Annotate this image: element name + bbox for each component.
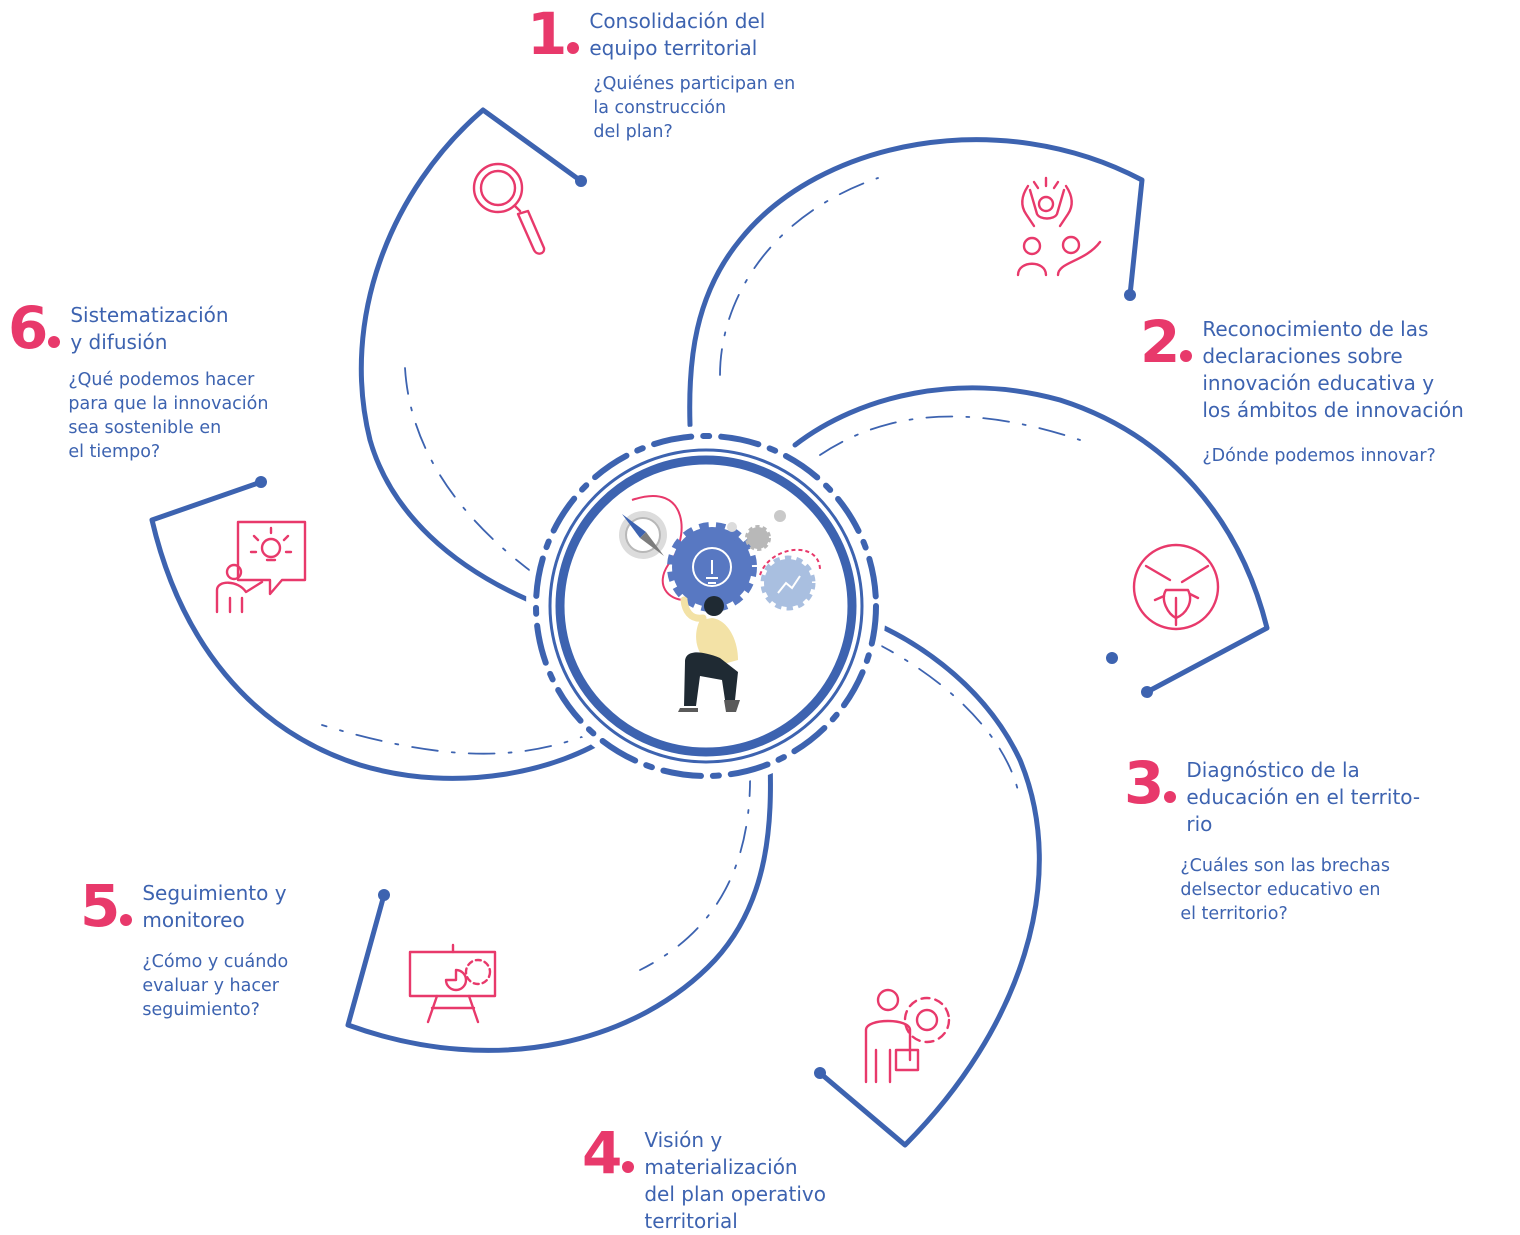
step-question: ¿Dónde podemos innovar? (1202, 446, 1436, 466)
arm-3-outline (792, 385, 1270, 695)
arm-5-inner-guide (639, 769, 751, 971)
step-number-dot (1164, 791, 1177, 803)
step-number-dot (622, 1161, 635, 1173)
hub-dashed-ring (533, 433, 879, 779)
arm-5-node (378, 889, 390, 901)
step-title: Seguimiento y monitoreo (142, 881, 287, 932)
step-3: 3 Diagnóstico de la educación en el terr… (1124, 754, 1421, 926)
arm-6-outline (149, 479, 615, 781)
step-title: Visión y materialización del plan operat… (644, 1128, 826, 1233)
arm-1-node (575, 175, 587, 187)
step-number: 1 (527, 5, 580, 63)
arm-5-outline (345, 755, 773, 1053)
step-question: ¿Quiénes participan en la construcción d… (593, 74, 796, 142)
arm-6-inner-guide (321, 724, 606, 755)
step-number: 5 (80, 877, 133, 935)
step-question: ¿Cuáles son las brechas delsector educat… (1180, 856, 1390, 924)
step-title: Diagnóstico de la educación en el territ… (1186, 758, 1421, 836)
step-question: ¿Qué podemos hacer para que la innovació… (68, 370, 269, 462)
magnifier-icon (472, 162, 546, 255)
arm-2-node (1124, 289, 1136, 301)
step-number-dot (1180, 350, 1193, 362)
compass-icon (619, 511, 667, 559)
step-number-dot (48, 336, 61, 348)
arm-4-inner-guide (869, 639, 1021, 801)
step-5: 5 Seguimiento y monitoreo ¿Cómo y cuándo… (80, 877, 289, 1022)
small-gear-icon (745, 525, 771, 551)
arm-4-outline (817, 622, 1042, 1148)
step-number-dot (120, 914, 133, 926)
arm-4-node (814, 1067, 826, 1079)
tiny-gear-icon (774, 510, 786, 522)
chart-gear-icon (760, 555, 816, 611)
step-number: 3 (1124, 754, 1177, 812)
step-number: 4 (582, 1124, 635, 1182)
person-with-gears-illustration (619, 495, 821, 712)
step-number: 2 (1140, 313, 1193, 371)
step-question: ¿Cómo y cuándo evaluar y hacer seguimien… (142, 952, 289, 1020)
step-title: Sistematización y difusión (70, 303, 229, 354)
hub-thin-ring (548, 448, 864, 764)
tiny-gear-icon (727, 522, 737, 532)
step-number: 6 (8, 299, 61, 357)
step-4: 4 Visión y materialización del plan oper… (582, 1124, 826, 1235)
arm-2-outline (687, 137, 1145, 428)
step-2: 2 Reconocimiento de las declaraciones so… (1140, 313, 1464, 468)
hub-thick-ring (555, 455, 857, 757)
arm-1-outline (358, 107, 584, 611)
step-6: 6 Sistematización y difusión ¿Qué podemo… (8, 299, 269, 464)
kneeling-person (678, 596, 740, 712)
celebrating-people-icon (1016, 176, 1102, 277)
lightbulb-gear-icon (667, 522, 757, 612)
arm-6-node (255, 476, 267, 488)
arm-3-marker (1106, 652, 1118, 664)
idea-presenter-icon (215, 520, 307, 614)
arm-1-inner-guide (404, 367, 541, 579)
arm-2-inner-guide (719, 177, 879, 376)
step-title: Consolidación del equipo territorial (589, 9, 766, 60)
joined-hands-icon (1132, 543, 1220, 631)
step-title: Reconocimiento de las declaraciones sobr… (1202, 317, 1464, 422)
arm-3-inner-guide (819, 415, 1081, 456)
step-number-dot (567, 42, 580, 54)
person-gear-icon (864, 988, 951, 1084)
presentation-board-icon (408, 943, 497, 1024)
step-1: 1 Consolidación del equipo territorial ¿… (527, 5, 796, 144)
center-hub (526, 426, 886, 786)
arm-3-node (1141, 686, 1153, 698)
